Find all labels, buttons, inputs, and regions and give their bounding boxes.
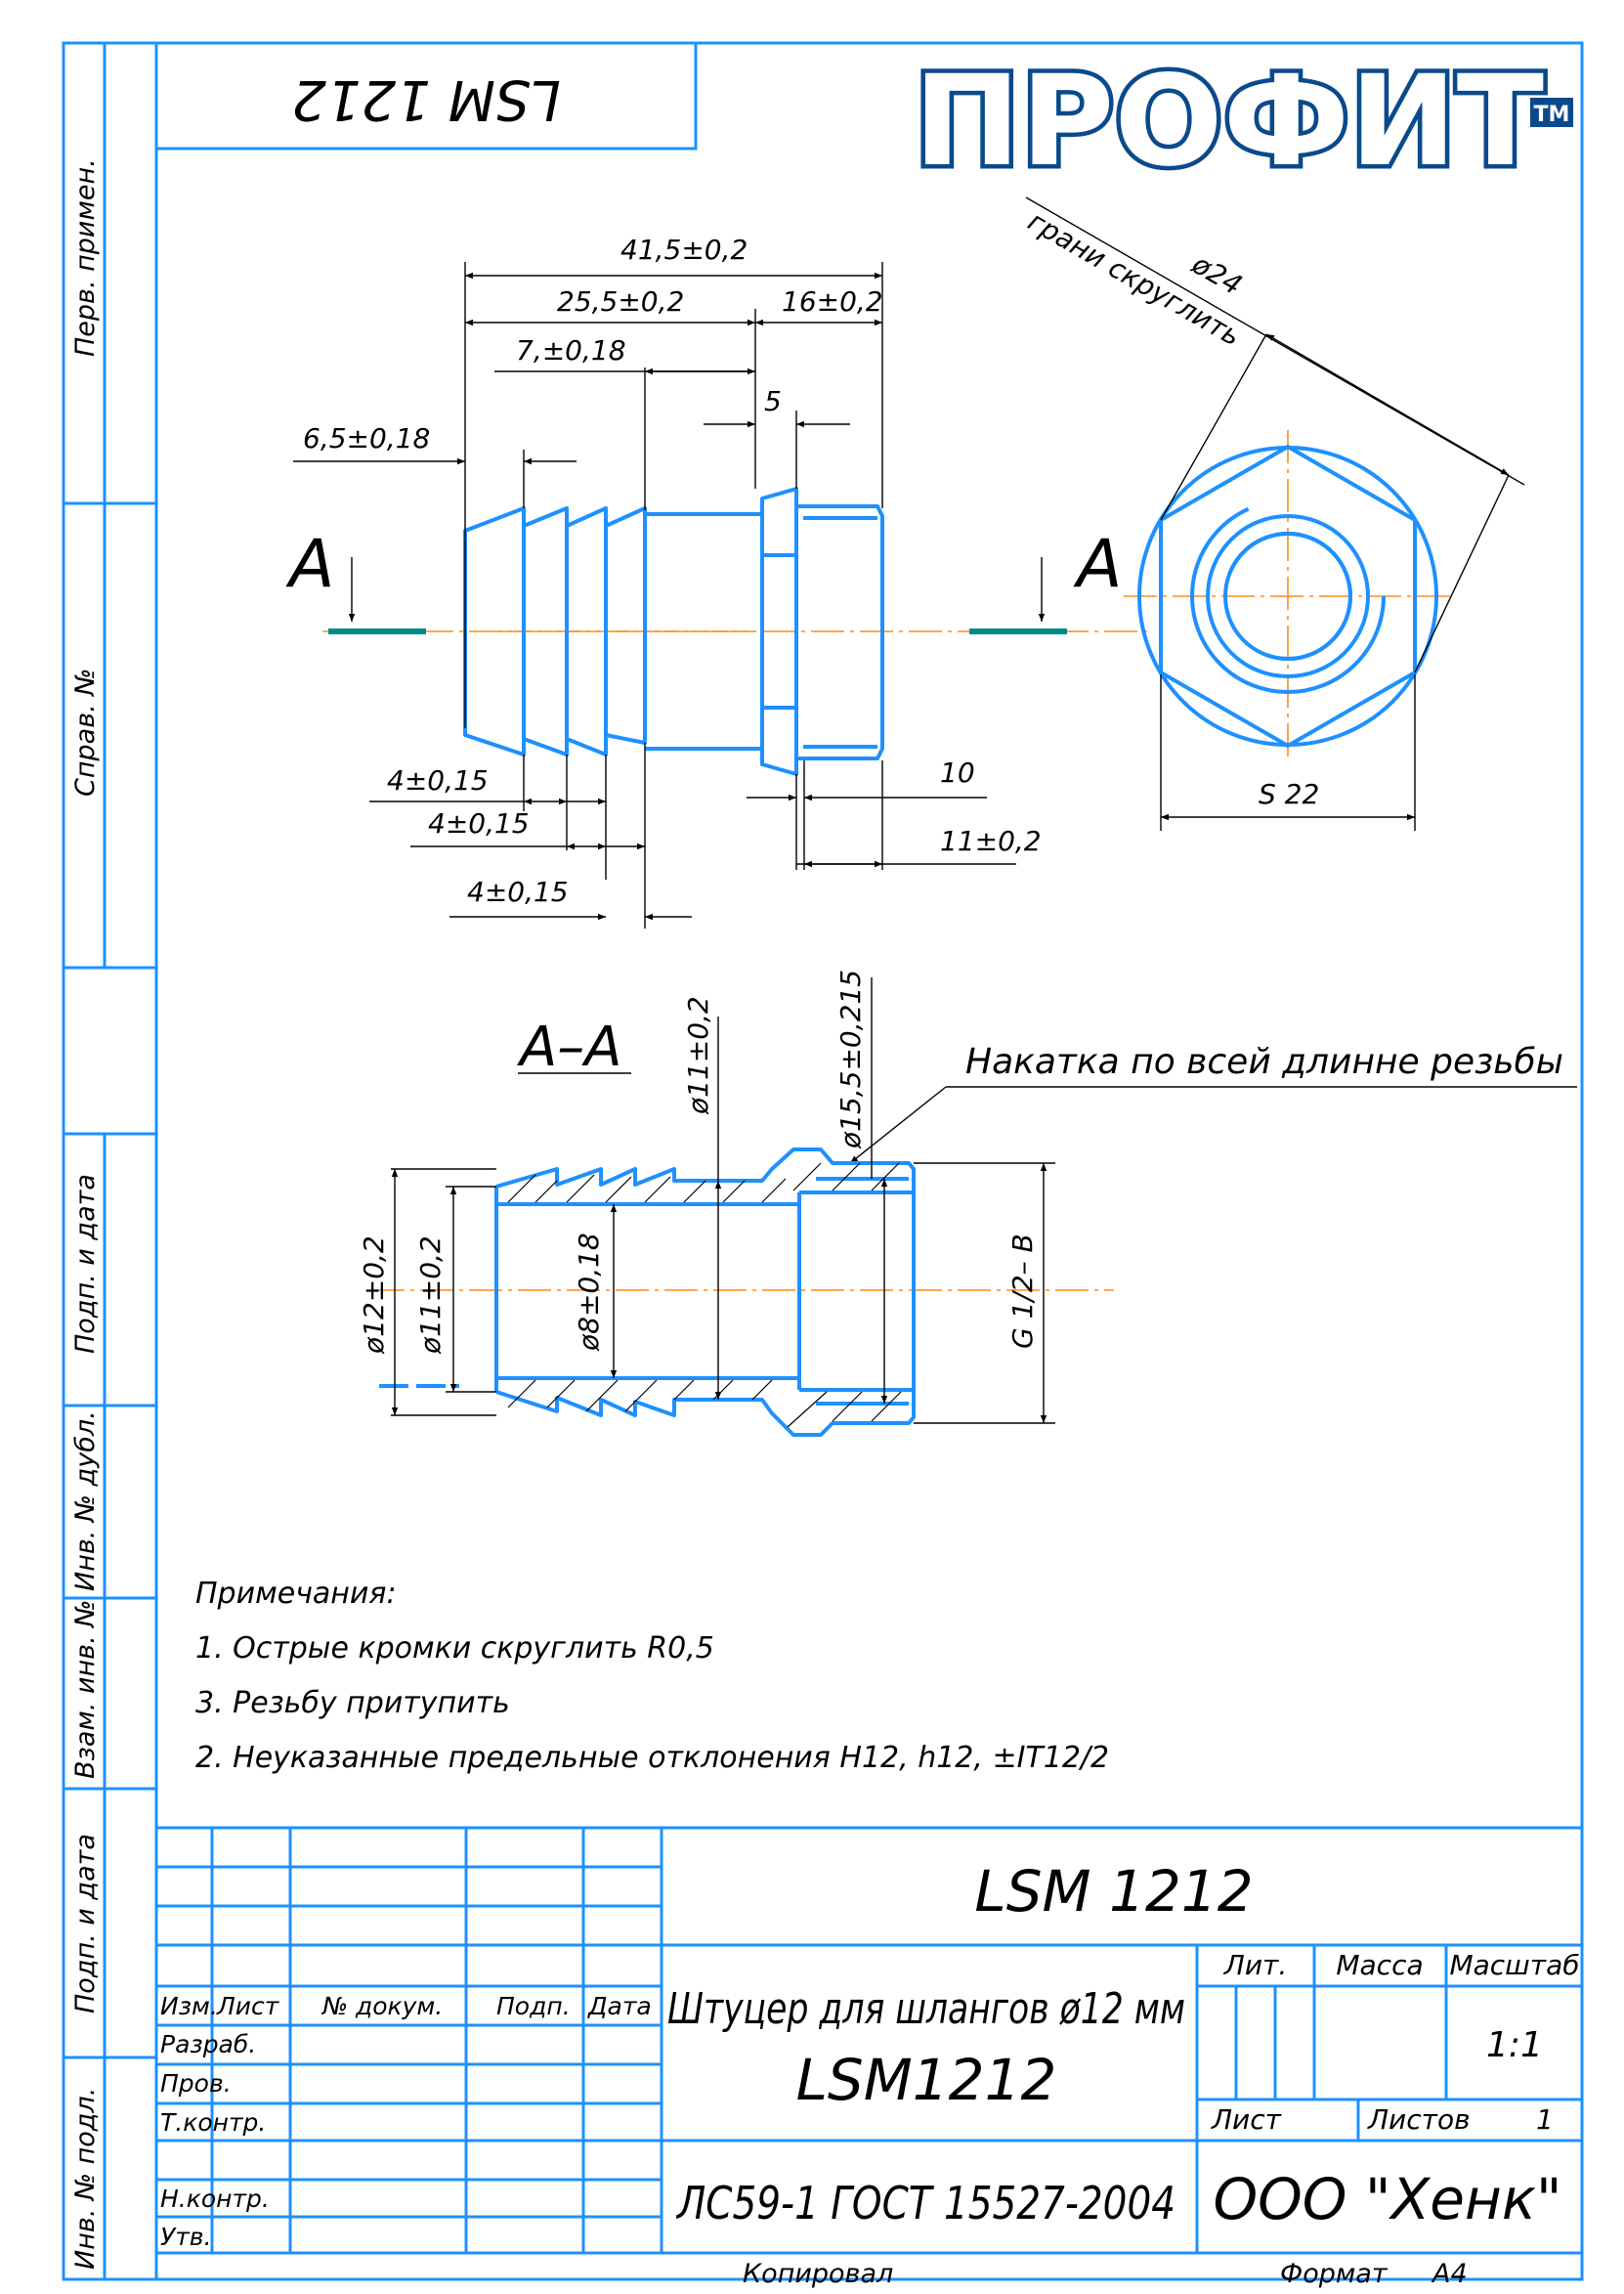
tb-col-list: Лист xyxy=(216,1992,280,2020)
dim-10: 10 xyxy=(940,757,975,789)
title-block: LSM 1212 Штуцер для шлангов ø12 мм LSM12… xyxy=(156,1826,1582,2255)
section-marker-right: A xyxy=(1073,526,1123,603)
dim-7: 7,±0,18 xyxy=(516,334,626,367)
hex-s22: S 22 xyxy=(1259,778,1319,810)
dim-5: 5 xyxy=(764,385,782,417)
tb-designation: LSM 1212 xyxy=(974,1858,1253,1925)
hex-view: ø24 грани скруглить S 22 xyxy=(1023,196,1525,831)
tb-col-data: Дата xyxy=(587,1992,652,2020)
logo-tm: TM xyxy=(1534,103,1570,127)
tb-massa: Масса xyxy=(1336,1949,1423,1981)
logo: ПРОФИТ TM xyxy=(910,45,1573,199)
section-view: A–A Накатка по всей длинне резьбы xyxy=(358,970,1577,1437)
mirrored-code: LSM 1212 xyxy=(291,67,560,131)
tb-material: ЛС59-1 ГОСТ 15527-2004 xyxy=(675,2177,1175,2229)
dim-overall: 41,5±0,2 xyxy=(620,234,748,266)
sec-d-11b: ø11±0,2 xyxy=(682,996,714,1115)
tb-listov: Листов xyxy=(1367,2103,1471,2136)
dim-4a: 4±0,15 xyxy=(387,764,489,797)
sec-d-ext: ø12±0,2 xyxy=(358,1235,390,1355)
side-label-inv-dubl: Инв. № дубл. xyxy=(70,1410,101,1591)
tb-row-prov: Пров. xyxy=(160,2069,232,2098)
tb-col-podp: Подп. xyxy=(496,1992,571,2020)
knurl-note: Накатка по всей длинне резьбы xyxy=(965,1042,1563,1082)
tb-scale: 1:1 xyxy=(1486,2025,1543,2065)
dim-4b: 4±0,15 xyxy=(428,807,530,840)
front-view: A A xyxy=(285,234,1153,929)
section-title: A–A xyxy=(517,1016,622,1079)
tb-name-line1: Штуцер для шлангов ø12 мм xyxy=(667,1984,1185,2034)
hex-dia: ø24 xyxy=(1186,247,1248,301)
dim-25: 25,5±0,2 xyxy=(557,285,684,318)
notes-block: Примечания: 1. Острые кромки скруглить R… xyxy=(195,1577,1109,1775)
tb-col-doc: № докум. xyxy=(321,1992,443,2020)
tb-listov-val: 1 xyxy=(1536,2103,1554,2136)
side-labels: Перв. примен. Справ. № Подп. и дата Инв.… xyxy=(70,158,101,2270)
note-1: 1. Острые кромки скруглить R0,5 xyxy=(195,1631,714,1666)
side-label-sprav-no: Справ. № xyxy=(70,669,101,797)
dim-16: 16±0,2 xyxy=(782,285,883,318)
hatching-bottom xyxy=(507,1379,902,1428)
side-label-inv-podl: Инв. № подл. xyxy=(70,2088,101,2270)
notes-title: Примечания: xyxy=(195,1577,397,1611)
note-3: 2. Неуказанные предельные отклонения H12… xyxy=(195,1741,1109,1775)
footer-format: Формат xyxy=(1280,2259,1389,2289)
mirrored-code-group: LSM 1212 xyxy=(291,67,560,131)
tb-lit: Лит. xyxy=(1223,1949,1287,1981)
section-marker-left: A xyxy=(285,526,335,603)
side-label-podp-data-1: Подп. и дата xyxy=(70,1174,101,1354)
tb-row-utv: Утв. xyxy=(160,2223,211,2251)
sec-d-11a: ø11±0,2 xyxy=(414,1235,447,1355)
logo-text: ПРОФИТ xyxy=(914,49,1544,195)
tb-company: ООО "Хенк" xyxy=(1213,2166,1561,2232)
dim-11: 11±0,2 xyxy=(940,825,1042,857)
tb-col-izm: Изм. xyxy=(160,1992,218,2020)
footer: Копировал Формат А4 xyxy=(743,2259,1468,2289)
tb-row-razrab: Разраб. xyxy=(160,2030,256,2058)
tb-row-nkontr: Н.контр. xyxy=(160,2185,270,2213)
dim-65: 6,5±0,18 xyxy=(303,422,430,454)
note-2: 3. Резьбу притупить xyxy=(195,1686,510,1720)
tb-list: Лист xyxy=(1211,2103,1282,2136)
hatching-top xyxy=(507,1162,900,1203)
tb-masshtab: Масштаб xyxy=(1449,1949,1579,1981)
side-label-vzam-inv: Взам. инв. № xyxy=(70,1600,101,1779)
side-label-podp-data-2: Подп. и дата xyxy=(70,1834,101,2013)
sec-thread: G 1/2– B xyxy=(1006,1234,1039,1349)
sheet-frame xyxy=(62,41,1584,2281)
tb-name-line2: LSM1212 xyxy=(796,2047,1057,2113)
sec-d-155: ø15,5±0,215 xyxy=(834,970,867,1149)
tb-row-tkontr: Т.контр. xyxy=(160,2108,266,2137)
side-label-perv-primen: Перв. примен. xyxy=(70,158,101,357)
logo-tm-badge xyxy=(1530,98,1573,127)
footer-format-val: А4 xyxy=(1431,2259,1468,2289)
sec-d-in: ø8±0,18 xyxy=(573,1233,605,1352)
dim-4c: 4±0,15 xyxy=(467,876,569,908)
footer-kopiroval: Копировал xyxy=(743,2259,893,2289)
